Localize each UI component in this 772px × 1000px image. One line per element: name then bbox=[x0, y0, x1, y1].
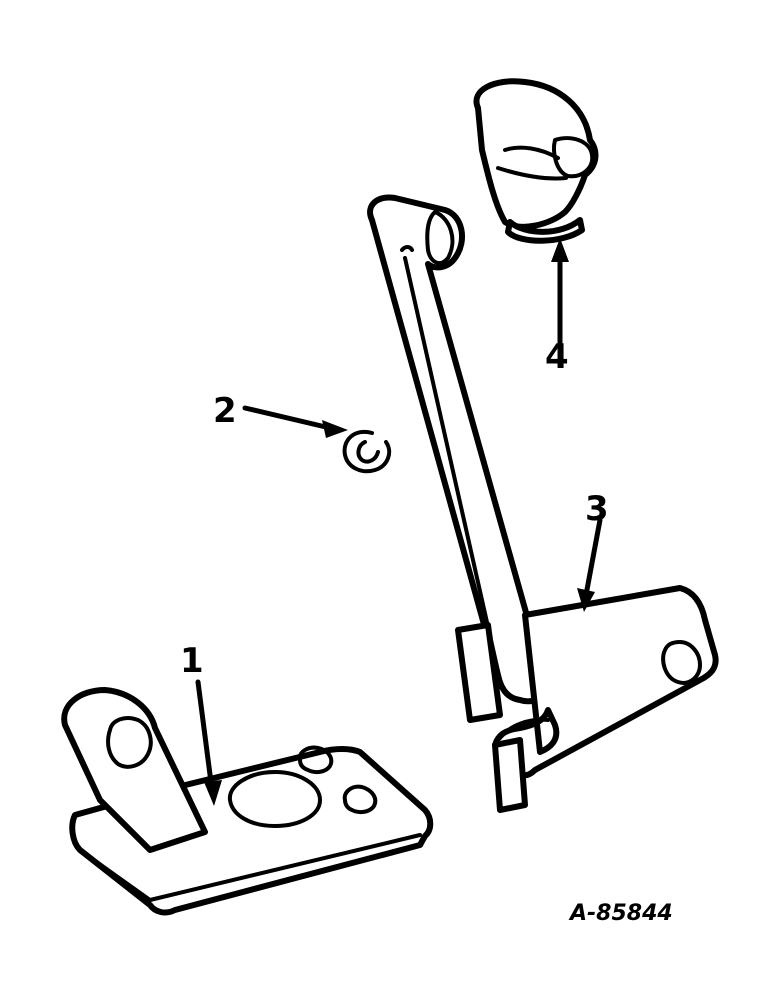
lever-bracket-part bbox=[455, 585, 719, 813]
callout-arrow-4 bbox=[551, 238, 569, 348]
callout-arrow-3 bbox=[577, 517, 603, 612]
callout-label-2: 2 bbox=[213, 391, 237, 431]
knob-part bbox=[473, 78, 599, 244]
callout-arrow-1 bbox=[195, 679, 222, 806]
callout-label-3: 3 bbox=[585, 489, 609, 529]
shift-lever-part bbox=[367, 194, 549, 705]
figure-id: A-85844 bbox=[568, 901, 673, 926]
callout-arrow-2 bbox=[242, 405, 348, 438]
base-bracket-part bbox=[61, 687, 434, 916]
retaining-clip-part bbox=[342, 429, 392, 474]
callout-label-4: 4 bbox=[545, 337, 569, 377]
callout-label-1: 1 bbox=[180, 641, 204, 681]
